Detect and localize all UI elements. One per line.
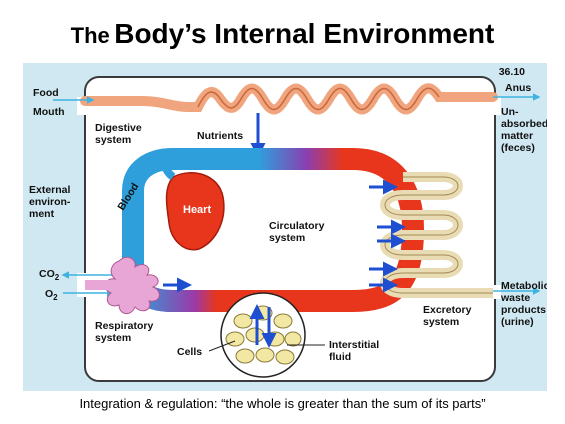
label-external-1: External	[29, 184, 71, 196]
label-heart: Heart	[183, 204, 211, 216]
label-anus: Anus	[505, 82, 531, 94]
co2-base: CO	[39, 268, 55, 280]
label-excretory-1: Excretory	[423, 304, 472, 316]
title-main: Body’s Internal Environment	[114, 18, 494, 49]
label-circulatory-1: Circulatory	[269, 220, 325, 232]
label-metabolic-4: (urine)	[501, 316, 534, 328]
label-metabolic-1: Metabolic	[501, 280, 547, 292]
label-unabsorbed-1: Un-	[501, 106, 519, 118]
body-environment-diagram: 36.10 Food Mouth Digestive system Nutrie…	[23, 63, 547, 391]
label-nutrients: Nutrients	[197, 130, 243, 142]
label-digestive-1: Digestive	[95, 122, 142, 134]
label-unabsorbed-4: (feces)	[501, 142, 535, 154]
label-interstitial-2: fluid	[329, 351, 351, 363]
label-cells: Cells	[177, 346, 202, 358]
o2-subscript: 2	[53, 293, 58, 302]
label-respiratory-2: system	[95, 332, 131, 344]
label-external-2: environ-	[29, 196, 71, 208]
label-food: Food	[33, 87, 59, 99]
label-mouth: Mouth	[33, 106, 65, 118]
label-interstitial-1: Interstitial	[329, 339, 379, 351]
label-external-3: ment	[29, 208, 55, 220]
caption: Integration & regulation: “the whole is …	[0, 396, 565, 411]
label-circulatory-2: system	[269, 232, 305, 244]
title-prefix: The	[71, 23, 110, 48]
label-digestive-2: system	[95, 134, 131, 146]
o2-base: O	[45, 288, 53, 300]
label-unabsorbed-2: absorbed	[501, 118, 547, 130]
label-excretory-2: system	[423, 316, 459, 328]
co2-subscript: 2	[55, 273, 60, 282]
figure-number: 36.10	[499, 66, 525, 78]
label-metabolic-3: products	[501, 304, 546, 316]
label-unabsorbed-3: matter	[501, 130, 533, 142]
label-respiratory-1: Respiratory	[95, 320, 154, 332]
slide-title: The Body’s Internal Environment	[0, 18, 565, 50]
label-metabolic-2: waste	[500, 292, 530, 304]
